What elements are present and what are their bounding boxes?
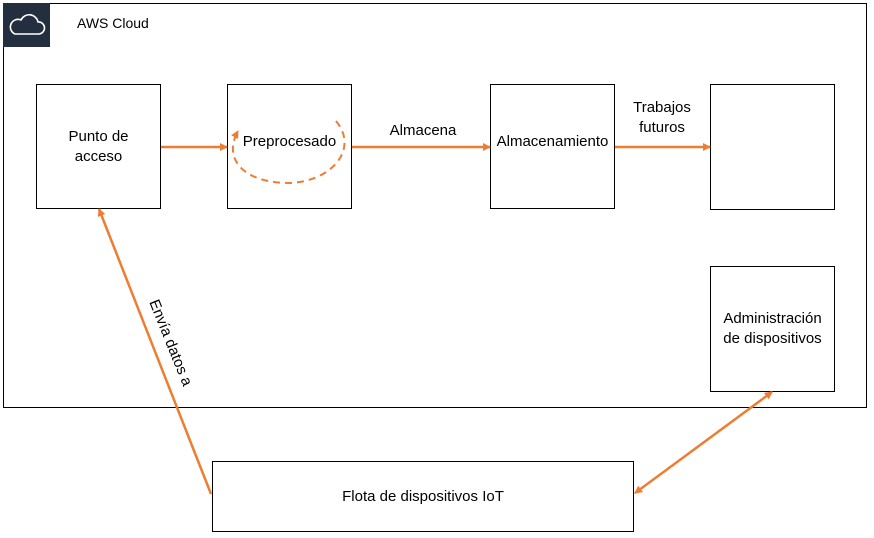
preprocessing-label: Preprocesado	[242, 132, 337, 150]
cloud-title: AWS Cloud	[77, 15, 149, 31]
device-admin-label: Administración de dispositivos	[723, 310, 822, 347]
preprocessing-loop	[231, 120, 346, 185]
access-point-label: Punto de acceso	[68, 127, 129, 165]
iot-fleet-node[interactable]: Flota de dispositivos IoT	[212, 461, 634, 532]
access-point-node[interactable]: Punto de acceso	[36, 84, 161, 209]
preprocessing-node[interactable]: Preprocesado	[227, 84, 352, 209]
edge-fleet-to-access-point	[97, 208, 213, 495]
cloud-badge	[3, 3, 50, 47]
aws-cloud-group	[3, 3, 867, 408]
cloud-icon	[9, 14, 46, 35]
iot-fleet-label: Flota de dispositivos IoT	[342, 487, 504, 505]
edge-label-future-jobs: Trabajos futuros	[633, 99, 691, 136]
storage-node[interactable]: Almacenamiento	[490, 84, 615, 209]
edge-label-stores: Almacena	[389, 122, 457, 139]
storage-label: Almacenamiento	[496, 132, 609, 150]
device-admin-node[interactable]: Administración de dispositivos	[710, 266, 835, 392]
edge-fleet-device-admin	[634, 390, 773, 495]
future-jobs-node[interactable]	[710, 84, 835, 210]
